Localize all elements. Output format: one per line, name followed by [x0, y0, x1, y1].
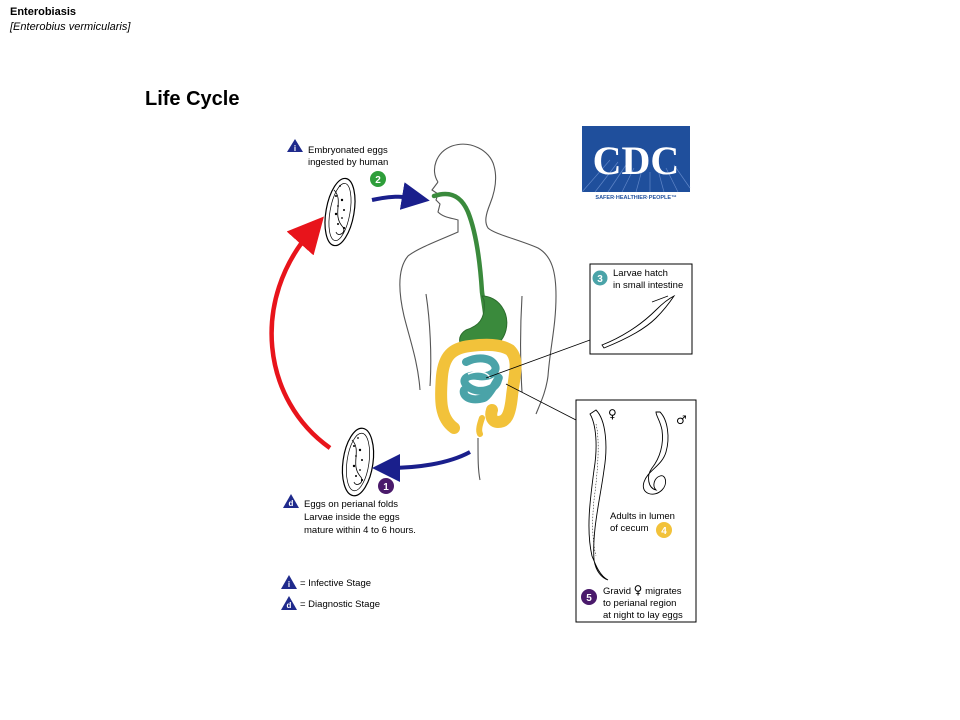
- infective-triangle-icon: [287, 139, 303, 152]
- header-subtitle: [Enterobius vermicularis]: [10, 21, 131, 33]
- digestive-tract: [431, 191, 522, 437]
- step-1-line-3: mature within 4 to 6 hours.: [304, 525, 416, 536]
- infective-triangle-letter: i: [294, 144, 296, 153]
- step-2-line-2: ingested by human: [308, 157, 388, 168]
- legend-infective-triangle-icon: [281, 575, 297, 589]
- step-1-number: 1: [383, 482, 389, 493]
- legend: i = Infective Stage d = Diagnostic Stage: [281, 575, 380, 610]
- step-4-number: 4: [661, 526, 667, 537]
- pointer-line-cecum: [505, 383, 577, 421]
- red-cycle-arrow: [269, 216, 332, 450]
- step-3-box: 3 Larvae hatch in small intestine: [589, 263, 693, 355]
- step-4-line-1: Adults in lumen: [610, 511, 675, 522]
- step-5-number: 5: [586, 593, 592, 604]
- blue-arrow-deposit: [372, 450, 471, 482]
- step-1-line-1: Eggs on perianal folds: [304, 499, 398, 510]
- step-4-line-2: of cecum: [610, 523, 649, 534]
- step-4-circle: [656, 522, 672, 538]
- page-title: Life Cycle: [145, 88, 240, 110]
- step-2-circle: [370, 171, 386, 187]
- female-symbol: ♀: [608, 407, 617, 421]
- step-5-line-3: at night to lay eggs: [603, 610, 683, 621]
- step-3-line-2: in small intestine: [613, 280, 683, 291]
- legend-infective-letter: i: [288, 580, 290, 589]
- pointer-line-small-intestine: [485, 339, 591, 379]
- cdc-logo-text: CDC: [593, 138, 680, 183]
- female-worm-drawing: [588, 409, 609, 581]
- step-2-line-1: Embryonated eggs: [308, 145, 388, 156]
- legend-diagnostic-letter: d: [287, 601, 292, 610]
- step-5-migrates: migrates: [645, 586, 682, 597]
- header-title: Enterobiasis: [10, 6, 77, 18]
- step-5-female-symbol: ♀: [634, 583, 643, 597]
- human-body-outline: [399, 143, 557, 481]
- egg-top: [324, 177, 356, 247]
- cdc-tagline: SAFER·HEALTHIER·PEOPLE™: [595, 195, 676, 201]
- step-2-label: i Embryonated eggs ingested by human 2: [287, 139, 388, 187]
- legend-diagnostic-text: = Diagnostic Stage: [300, 599, 380, 610]
- legend-infective-text: = Infective Stage: [300, 578, 371, 589]
- male-symbol: ♂: [676, 413, 687, 427]
- legend-diagnostic-triangle-icon: [281, 596, 297, 610]
- step-1-line-2: Larvae inside the eggs: [304, 512, 400, 523]
- step-1-label: 1 d Eggs on perianal folds Larvae inside…: [283, 478, 416, 536]
- step-5-circle: [581, 589, 597, 605]
- step-5-line-2: to perianal region: [603, 598, 676, 609]
- blue-arrow-ingestion: [371, 182, 430, 210]
- step-5-line-1: Gravid ♀ migrates: [603, 583, 682, 597]
- step-5-gravid: Gravid: [603, 586, 631, 597]
- male-worm-drawing: [642, 411, 669, 495]
- diagnostic-triangle-letter: d: [289, 499, 294, 508]
- diagnostic-triangle-icon: [283, 494, 299, 508]
- step-2-number: 2: [375, 175, 381, 186]
- step-3-circle: [592, 270, 608, 286]
- step-3-line-1: Larvae hatch: [613, 268, 668, 279]
- step-4-5-box: ♀ ♂ Adults in lumen of cecum 4 5 Gravid …: [575, 399, 697, 623]
- step-3-number: 3: [597, 274, 603, 285]
- step-1-circle: [378, 478, 394, 494]
- cdc-logo: CDC SAFER·HEALTHIER·PEOPLE™: [581, 126, 691, 201]
- egg-bottom: [341, 427, 375, 497]
- larva-drawing: [601, 294, 676, 349]
